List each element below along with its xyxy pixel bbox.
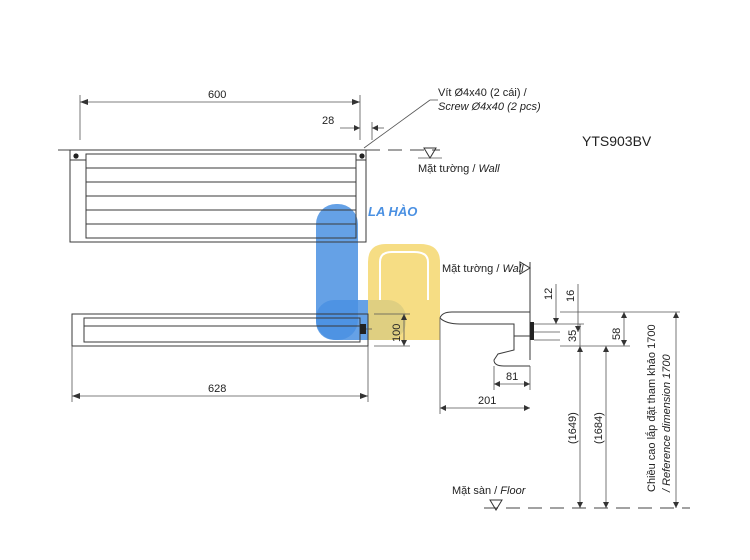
reference-line1: Chiều cao lắp đặt tham khảo 1700	[645, 324, 658, 492]
top-view: 600 28 Vít Ø4x40 (2 cái) / Screw Ø4x40 (…	[58, 87, 541, 243]
dim-628: 628	[208, 383, 226, 395]
floor-label: Mặt sàn / Floor	[452, 485, 527, 497]
dim-58: 58	[611, 328, 623, 340]
dim-28: 28	[322, 115, 334, 127]
screw-note-line1: Vít Ø4x40 (2 cái) /	[438, 87, 528, 99]
dim-201: 201	[478, 395, 496, 407]
dim-81: 81	[506, 371, 518, 383]
front-view: 100 628	[71, 313, 410, 402]
dim-35: 35	[567, 330, 579, 342]
dim-1649: (1649)	[567, 412, 579, 444]
dim-600: 600	[208, 89, 226, 101]
dim-16: 16	[565, 290, 577, 302]
dim-1684: (1684)	[593, 412, 605, 444]
screw-note-line2: Screw Ø4x40 (2 pcs)	[438, 101, 541, 113]
reference-line2: / Reference dimension 1700	[661, 354, 673, 493]
dim-100: 100	[391, 324, 403, 342]
wall-top-label: Mặt tường / Wall	[418, 163, 500, 175]
dim-12: 12	[543, 288, 555, 300]
wall-side-label: Mặt tường / Wall	[442, 263, 524, 275]
watermark-text: LA HÀO	[368, 204, 417, 219]
model-number: YTS903BV	[582, 133, 652, 149]
watermark-yellow-stripes	[379, 251, 429, 300]
watermark-yellow-arch	[368, 244, 440, 340]
side-view: Mặt tường / Wall 12 16 35 58	[439, 261, 690, 511]
